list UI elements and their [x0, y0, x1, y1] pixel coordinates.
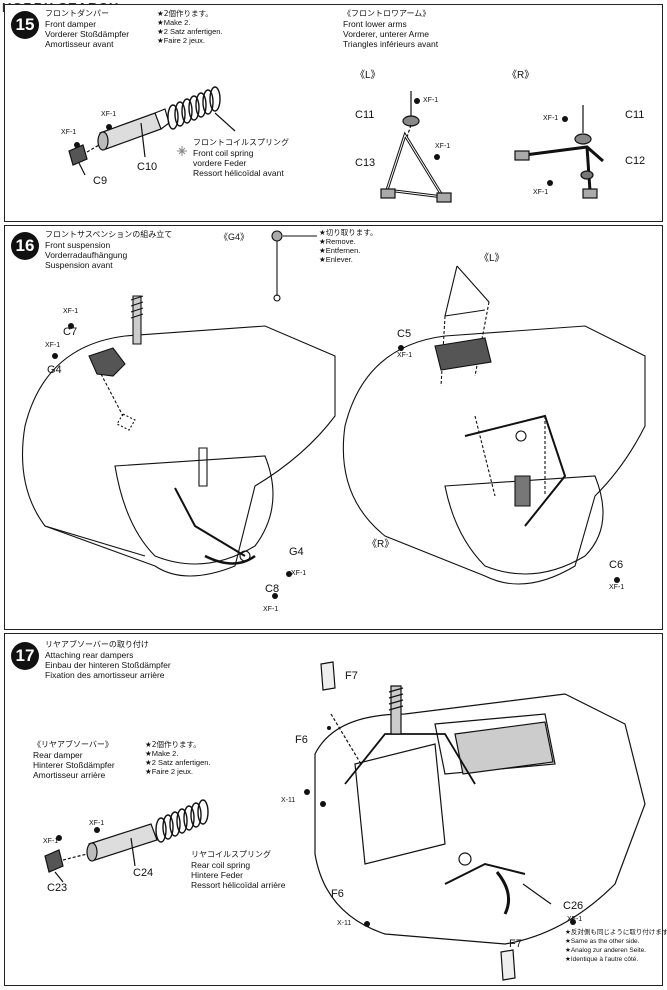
part-c11-left-label: C11	[355, 109, 375, 121]
rear-damper-illustration	[44, 661, 646, 981]
make-note-en: ★Make 2.	[145, 749, 179, 758]
step-header-fr: Suspension avant	[45, 260, 113, 270]
spring-label-de: Hintere Feder	[191, 870, 243, 880]
make-note-fr: ★Faire 2 jeux.	[145, 767, 193, 776]
front-damper-and-arms-illustration	[68, 86, 604, 203]
damper-header-jp: 《リヤアブソーバー》	[33, 740, 113, 749]
part-c12-label: C12	[625, 155, 646, 167]
step-header-jp: リヤアブソーバーの取り付け	[45, 640, 149, 649]
step-header-en: Attaching rear dampers	[45, 650, 134, 660]
paint-xf1-label: XF-1	[101, 111, 117, 118]
arms-header-jp: 《フロントロワアーム》	[343, 9, 431, 18]
make-note-jp: ★2個作ります。	[157, 9, 213, 18]
spring-label-fr: Ressort hélicoïdal arrière	[191, 880, 286, 890]
paint-xf1-label: XF-1	[423, 97, 439, 104]
step-number: 16	[11, 232, 39, 260]
step-header-en: Front suspension	[45, 240, 111, 250]
front-suspension-illustration	[21, 230, 646, 599]
same-note-en: ★Same as the other side.	[565, 938, 640, 945]
paint-xf1-label: XF-1	[543, 115, 559, 122]
part-c23-label: C23	[47, 882, 68, 894]
step-header-fr: Fixation des amortisseur arrière	[45, 670, 165, 680]
same-note-de: ★Analog zur anderen Seite.	[565, 947, 646, 954]
paint-xf1-label: XF-1	[533, 189, 549, 196]
paint-xf1-label: XF-1	[263, 606, 279, 613]
primer-x11-label: X-11	[281, 797, 296, 804]
arms-header-fr: Triangles inférieurs avant	[343, 39, 439, 49]
spring-label-en: Front coil spring	[193, 148, 254, 158]
make-note-jp: ★2個作ります。	[145, 740, 201, 749]
paint-xf1-label: XF-1	[89, 820, 105, 827]
damper-header-fr: Amortisseur arrière	[33, 770, 106, 780]
step-15-panel: 15 フロントダンパー Front damper Vorderer Stoßdä…	[4, 4, 663, 222]
part-c10-label: C10	[137, 161, 158, 173]
part-f7-label: F7	[509, 938, 522, 950]
step-17-panel: 17 リヤアブソーバーの取り付け Attaching rear dampers …	[4, 633, 667, 986]
paint-xf1-label: XF-1	[43, 838, 59, 845]
part-c13-label: C13	[355, 157, 376, 169]
right-tag: 《R》	[367, 539, 395, 550]
damper-header-en: Rear damper	[33, 750, 83, 760]
cut-note-fr: ★Enlever.	[319, 255, 353, 264]
paint-xf1-label: XF-1	[61, 129, 77, 136]
step-header-en: Front damper	[45, 19, 97, 29]
paint-xf1-label: XF-1	[397, 352, 413, 359]
damper-header-de: Hinterer Stoßdämpfer	[33, 760, 115, 770]
paint-xf1-label: XF-1	[291, 570, 307, 577]
cut-note-de: ★Entfernen.	[319, 246, 361, 255]
part-c11-right-label: C11	[625, 109, 645, 121]
step-header-de: Vorderer Stoßdämpfer	[45, 29, 130, 39]
part-c5-label: C5	[397, 328, 412, 340]
step-header-de: Einbau der hinteren Stoßdämpfer	[45, 660, 171, 670]
step-number: 17	[11, 642, 39, 670]
spring-label-jp: フロントコイルスプリング	[193, 138, 289, 147]
part-c24-label: C24	[133, 867, 154, 879]
spring-label-fr: Ressort hélicoïdal avant	[193, 168, 284, 178]
same-note-fr: ★Identique à l'autre côté.	[565, 956, 639, 963]
step-header-de: Vorderradaufhängung	[45, 250, 128, 260]
step-header-jp: フロントサスペンションの組み立て	[45, 230, 173, 239]
part-g4-label: G4	[289, 546, 304, 558]
g4-tag: 《G4》	[219, 232, 250, 242]
spring-label-de: vordere Feder	[193, 158, 247, 168]
arms-header-en: Front lower arms	[343, 19, 407, 29]
part-c6-label: C6	[609, 559, 624, 571]
make-note-fr: ★Faire 2 jeux.	[157, 36, 205, 45]
same-note-jp: ★反対側も同じように取り付けます。	[565, 928, 667, 936]
right-tag: 《R》	[507, 70, 535, 81]
cut-note-en: ★Remove.	[319, 237, 356, 246]
step-number: 15	[11, 11, 39, 39]
paint-xf1-label: XF-1	[63, 308, 79, 315]
part-c9-label: C9	[93, 175, 108, 187]
primer-x11-label: X-11	[337, 920, 352, 927]
paint-xf1-label: XF-1	[435, 143, 451, 150]
left-tag: 《L》	[355, 70, 381, 81]
step-header-fr: Amortisseur avant	[45, 39, 114, 49]
make-note-de: ★2 Satz anfertigen.	[157, 27, 223, 36]
part-c7-label: C7	[63, 326, 78, 338]
spring-label-jp: リヤコイルスプリング	[191, 850, 271, 859]
make-note-de: ★2 Satz anfertigen.	[145, 758, 211, 767]
part-f6-label: F6	[331, 888, 344, 900]
step-16-panel: 16 フロントサスペンションの組み立て Front suspension Vor…	[4, 225, 663, 630]
left-tag: 《L》	[479, 253, 505, 264]
cut-note-jp: ★切り取ります。	[319, 228, 378, 237]
paint-xf1-label: XF-1	[609, 584, 625, 591]
part-g4-label: G4	[47, 364, 62, 376]
part-f7-label: F7	[345, 670, 358, 682]
part-f6-label: F6	[295, 734, 308, 746]
paint-xf1-label: XF-1	[567, 916, 583, 923]
arms-header-de: Vorderer, unterer Arme	[343, 29, 429, 39]
make-note-en: ★Make 2.	[157, 18, 191, 27]
part-c26-label: C26	[563, 900, 584, 912]
spring-label-en: Rear coil spring	[191, 860, 251, 870]
paint-xf1-label: XF-1	[45, 342, 61, 349]
part-c8-label: C8	[265, 583, 280, 595]
step-header-jp: フロントダンパー	[45, 9, 109, 18]
